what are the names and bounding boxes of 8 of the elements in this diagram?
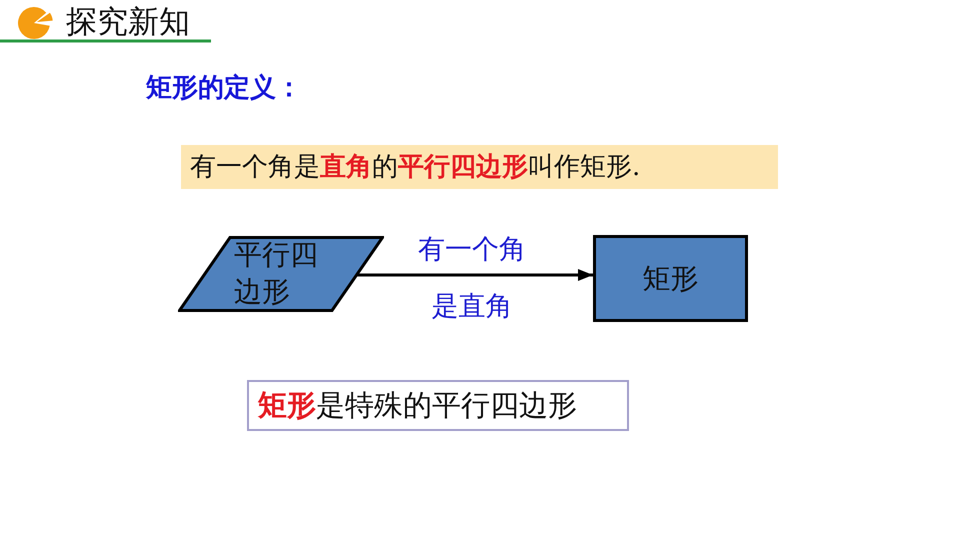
rectangle-box: 矩形 xyxy=(593,235,748,322)
parallelogram: 平行四边形 xyxy=(178,236,384,312)
definition-band: 有一个角是直角的平行四边形叫作矩形. xyxy=(181,145,778,189)
heading: 矩形的定义： xyxy=(146,72,302,105)
edge-label: 有一个角是直角 xyxy=(417,233,527,324)
arrow xyxy=(357,269,593,281)
title: 探究新知 xyxy=(66,3,190,42)
statement-box: 矩形是特殊的平行四边形 xyxy=(247,380,629,431)
